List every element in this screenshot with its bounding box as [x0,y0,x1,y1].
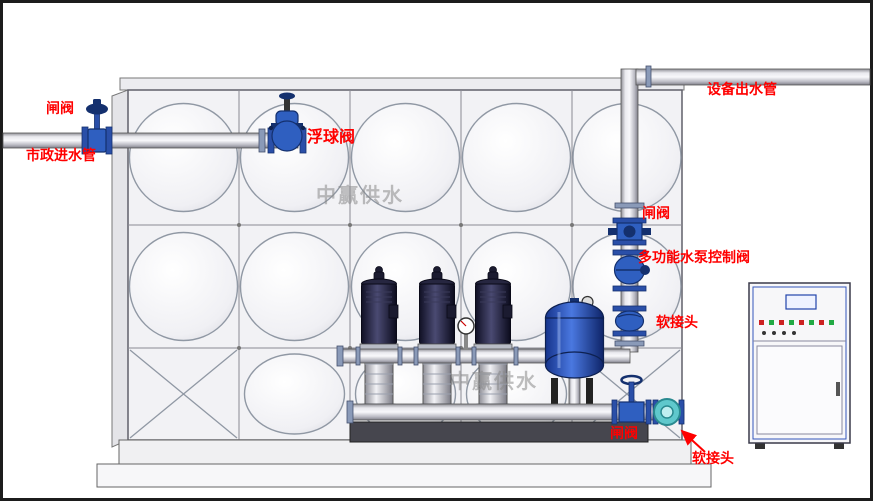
inlet-pipe [2,128,299,153]
float-valve-stem [284,97,290,114]
label-municipal-inlet-pipe: 市政进水管 [26,147,96,163]
pump-2 [417,266,457,410]
cabinet-door [756,345,843,435]
riser-gate-valve [608,217,651,246]
valve-pilot [640,265,650,275]
valve-handwheel [86,103,108,115]
cabinet-handle [836,382,840,396]
label-suction-gate-valve: 闸阀 [610,425,638,441]
label-pump-control-valve: 多功能水泵控制阀 [638,249,750,265]
valve-body [87,128,107,153]
motor-junction-box [388,304,399,319]
float-valve [267,92,307,154]
pump-skid-base [349,421,649,443]
municipal-inlet-pipe [2,132,299,149]
motor-junction-box [446,304,457,319]
watermark-pumps: 中赢供水 [450,369,538,393]
callout-arrow [680,429,706,453]
label-float-valve: 浮球阀 [307,127,355,146]
pressure-tank [544,295,605,410]
gauge-stem [464,334,468,350]
motor-junction-box [502,304,513,319]
pump-control-valve [612,249,650,292]
tank-top-band [119,77,685,91]
riser-flexible-joint [612,305,647,337]
tank-pad [118,439,692,465]
tank-leg [586,378,593,410]
inlet-gate-valve [81,99,113,155]
control-cabinet [748,282,851,449]
cabinet-display [785,294,817,310]
valve-stem [94,111,100,131]
pump-1 [359,266,399,410]
label-riser-gate-valve: 闸阀 [642,205,670,221]
suction-flexible-joint [652,398,685,426]
label-inlet-gate-valve: 闸阀 [46,100,74,116]
equipment-outlet-pipe [635,68,871,86]
label-suction-flexible-joint: 软接头 [692,450,734,466]
float-valve-body [271,120,303,152]
label-riser-flexible-joint: 软接头 [656,314,698,330]
floor-pad [96,463,712,488]
label-equipment-outlet-pipe: 设备出水管 [707,81,777,97]
valve-hub [623,225,636,238]
foundation [96,439,712,488]
watermark-tank: 中赢供水 [316,183,404,207]
valve-stem [628,381,635,403]
tank-leg [551,378,558,410]
suction-gate-valve [611,374,652,425]
pump-3 [473,266,513,410]
